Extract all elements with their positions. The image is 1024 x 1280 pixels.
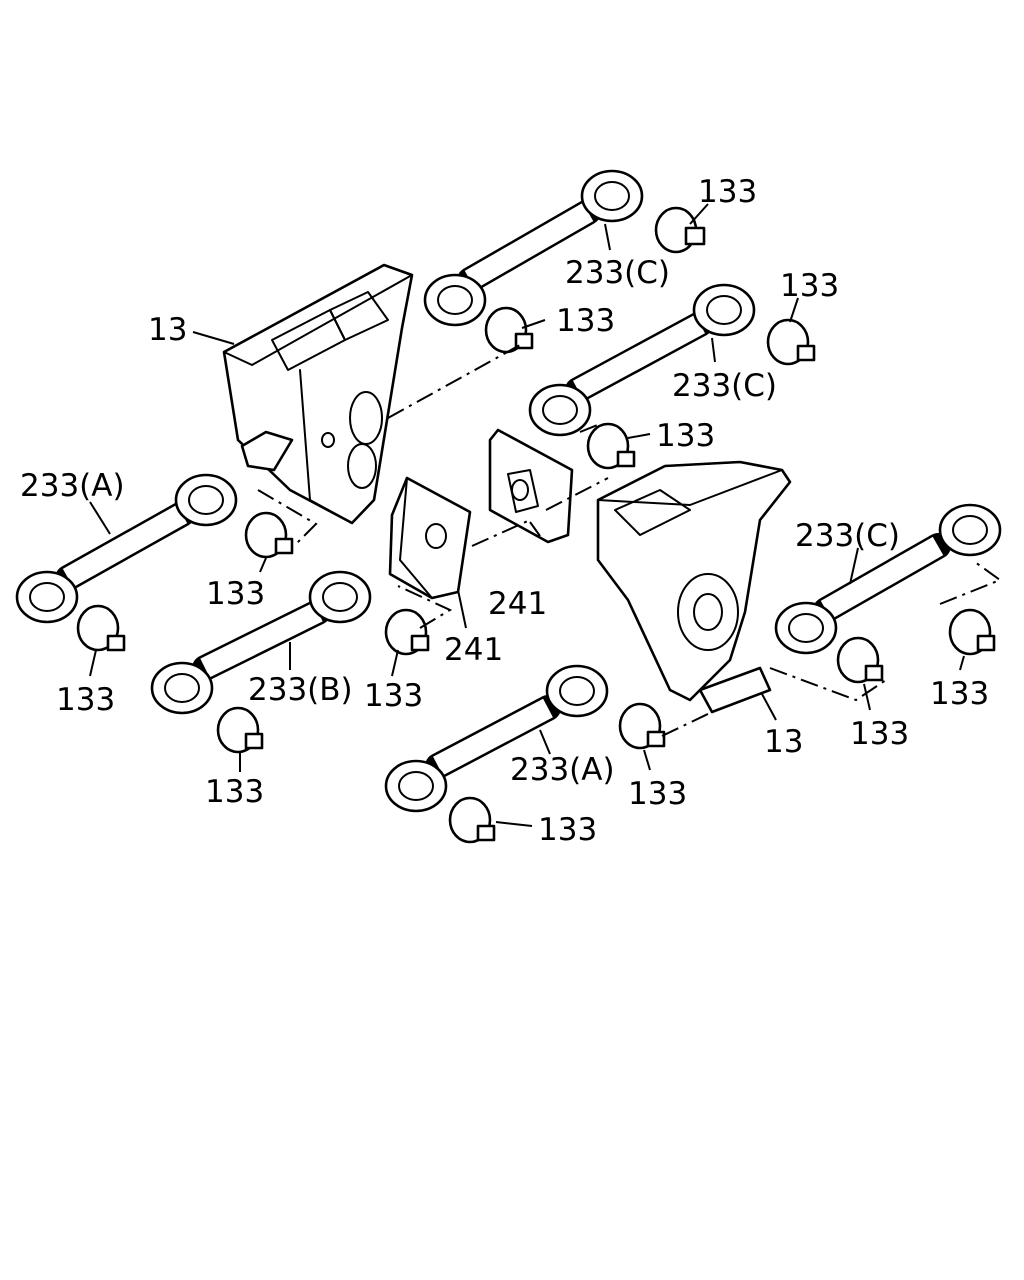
callout-133: 133 xyxy=(556,303,615,339)
callout-133: 133 xyxy=(850,716,909,752)
callout-133: 133 xyxy=(364,678,423,714)
rod-233a-bottom xyxy=(384,664,609,813)
assembly-lines xyxy=(257,344,1003,737)
plate-241-left xyxy=(388,476,472,600)
bushing-133 xyxy=(654,206,706,254)
bushing-133 xyxy=(586,422,636,470)
plate-241-right xyxy=(488,428,574,544)
rod-233c-right xyxy=(528,283,756,437)
bushing-133 xyxy=(384,608,430,656)
bushing-133 xyxy=(618,702,666,750)
bushing-133 xyxy=(448,796,496,844)
bushing-133 xyxy=(836,636,884,684)
callout-133: 133 xyxy=(538,812,597,848)
callout-13: 13 xyxy=(148,312,187,348)
rod-233a-left xyxy=(15,473,238,624)
bushing-133 xyxy=(484,306,534,354)
callout-133: 133 xyxy=(698,174,757,210)
bushing-133 xyxy=(948,608,996,656)
callout-233c: 233(C) xyxy=(672,368,777,404)
bushing-133 xyxy=(76,604,126,652)
callout-133: 133 xyxy=(930,676,989,712)
callout-labels: 133 233(C) 133 233(C) 133 13 133 133 233… xyxy=(20,174,989,848)
callout-133: 133 xyxy=(656,418,715,454)
callout-133: 133 xyxy=(56,682,115,718)
leader-lines xyxy=(89,203,965,827)
rod-233c-lower-right xyxy=(774,503,1002,655)
callout-233c: 233(C) xyxy=(565,255,670,291)
callout-241: 241 xyxy=(444,632,503,668)
bracket-13-right xyxy=(596,460,792,714)
callout-233a: 233(A) xyxy=(20,468,125,504)
callout-233a: 233(A) xyxy=(510,752,615,788)
bushing-133 xyxy=(766,318,816,366)
bushing-133 xyxy=(244,511,294,559)
bushing-133 xyxy=(216,706,264,754)
callout-133: 133 xyxy=(780,268,839,304)
bracket-13-left xyxy=(222,263,414,525)
rod-233c-top xyxy=(423,169,644,327)
callout-233c: 233(C) xyxy=(795,518,900,554)
callout-133: 133 xyxy=(206,576,265,612)
callout-133: 133 xyxy=(628,776,687,812)
rod-233b xyxy=(150,570,372,715)
callout-241: 241 xyxy=(488,586,547,622)
callout-133: 133 xyxy=(205,774,264,810)
callout-233b: 233(B) xyxy=(248,672,353,708)
callout-13: 13 xyxy=(764,724,803,760)
